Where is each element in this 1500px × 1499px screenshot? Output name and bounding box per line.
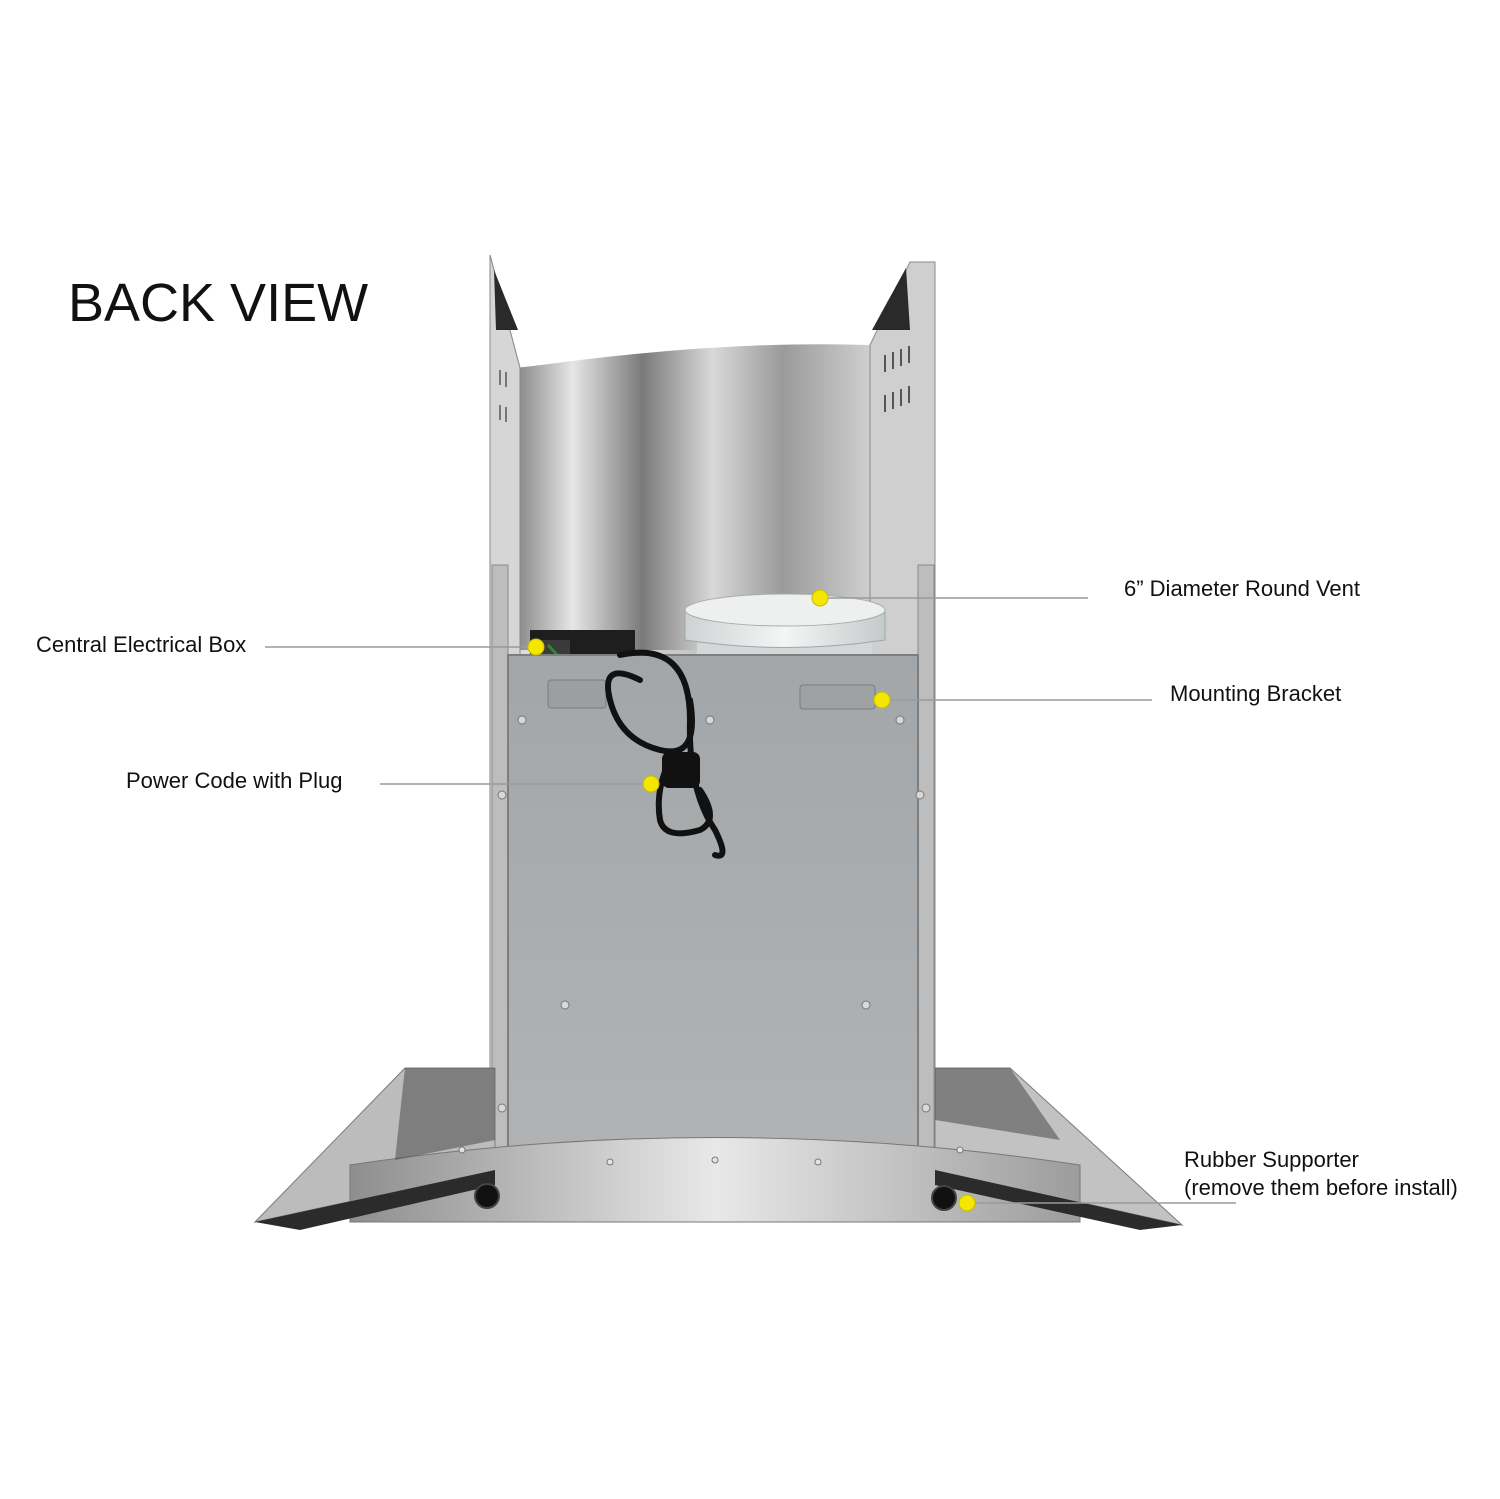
- marker-rubber: [958, 1194, 976, 1212]
- marker-electrical-box: [527, 638, 545, 656]
- label-electrical-box: Central Electrical Box: [36, 632, 247, 657]
- hood-base: [253, 1067, 1184, 1230]
- round-vent: [684, 593, 886, 660]
- marker-bracket: [873, 691, 891, 709]
- label-rubber-line-1: Rubber Supporter: [1184, 1147, 1359, 1172]
- back-panel: [497, 654, 931, 1166]
- label-mounting-bracket: Mounting Bracket: [1170, 681, 1342, 706]
- power-cord: [605, 649, 726, 859]
- leader-lines: [265, 597, 1236, 1204]
- rubber-supporters: [474, 1183, 957, 1211]
- label-rubber-supporter: Rubber Supporter (remove them before ins…: [1184, 1146, 1458, 1202]
- label-power-cord: Power Code with Plug: [126, 768, 343, 793]
- callout-markers: [527, 589, 976, 1212]
- marker-vent: [811, 589, 829, 607]
- marker-power: [642, 775, 660, 793]
- label-round-vent: 6” Diameter Round Vent: [1124, 576, 1361, 601]
- diagram-title: BACK VIEW: [68, 273, 369, 333]
- label-rubber-line-2: (remove them before install): [1184, 1175, 1458, 1200]
